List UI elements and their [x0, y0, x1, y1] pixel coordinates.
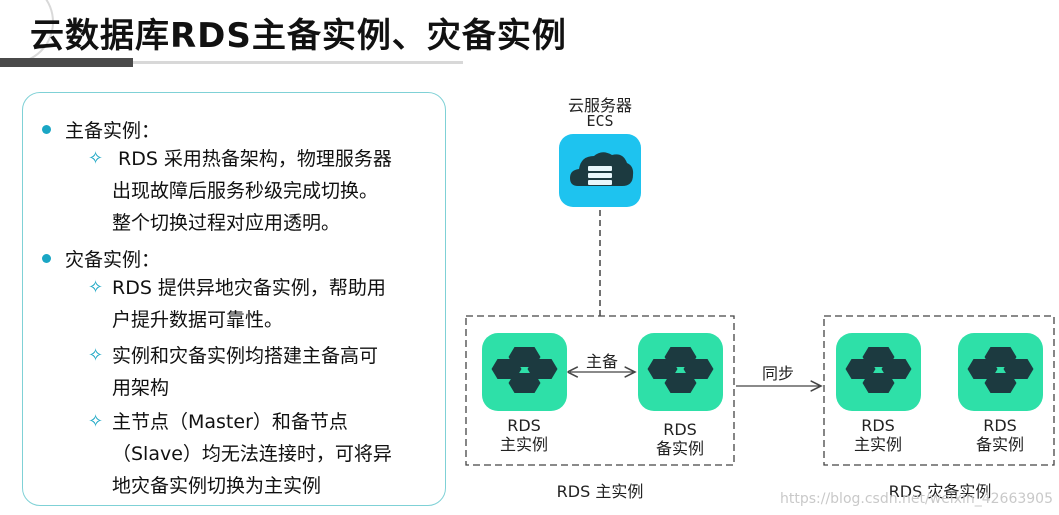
description-panel — [22, 92, 446, 506]
rds-database-icon — [482, 333, 567, 411]
sync-label: 同步 — [761, 364, 794, 383]
page-title: 云数据库RDS主备实例、灾备实例 — [30, 16, 567, 56]
item-line: 实例和灾备实例均搭建主备高可 — [112, 345, 379, 367]
diamond-bullet-icon: ✧ — [88, 345, 104, 366]
list-item: 实例和灾备实例均搭建主备高可 用架构 — [112, 340, 378, 404]
node-line: RDS — [983, 416, 1017, 435]
node-line: RDS — [663, 420, 697, 439]
diamond-bullet-icon: ✧ — [88, 277, 104, 298]
cloud-server-icon — [559, 134, 641, 207]
node-line: RDS — [507, 416, 541, 435]
node-line: RDS — [861, 416, 895, 435]
primary-standby-label: 主备 — [585, 352, 618, 371]
bullet-dot-icon — [42, 254, 51, 263]
rds-database-icon — [958, 333, 1043, 411]
item-line: 整个切换过程对应用透明。 — [112, 212, 341, 234]
dr-group-box — [823, 315, 1055, 466]
list-item: RDS 提供异地灾备实例，帮助用 户提升数据可靠性。 — [112, 272, 386, 336]
node-line: 主实例 — [499, 435, 548, 454]
bullet-dot-icon — [42, 125, 51, 134]
section-heading-text: 主备实例： — [65, 120, 161, 142]
rds-database-icon — [836, 333, 921, 411]
item-line: RDS 采用热备架构，物理服务器 — [118, 148, 392, 170]
ecs-name-label: 云服务器 — [567, 96, 632, 115]
title-underline-dark — [0, 58, 133, 67]
item-line: （Slave）均无法连接时，可将异 — [112, 443, 392, 465]
section-heading-disaster-recovery: 灾备实例： — [42, 245, 160, 272]
primary-group-box — [465, 315, 735, 466]
item-line: RDS 提供异地灾备实例，帮助用 — [112, 277, 386, 299]
diamond-bullet-icon: ✧ — [88, 148, 104, 169]
item-line: 出现故障后服务秒级完成切换。 — [112, 180, 379, 202]
diamond-bullet-icon: ✧ — [88, 411, 104, 432]
section-heading-primary-standby: 主备实例： — [42, 116, 160, 143]
node-line: 主实例 — [853, 435, 902, 454]
rds-node-label: RDS 备实例 — [960, 416, 1040, 454]
item-line: 用架构 — [112, 377, 170, 399]
rds-node-label: RDS 主实例 — [484, 416, 564, 454]
title-underline-light — [133, 61, 463, 64]
rds-node-label: RDS 备实例 — [640, 420, 720, 458]
rds-node-label: RDS 主实例 — [838, 416, 918, 454]
list-item: 主节点（Master）和备节点 （Slave）均无法连接时，可将异 地灾备实例切… — [112, 406, 392, 502]
item-line: 户提升数据可靠性。 — [112, 309, 284, 331]
item-line: 地灾备实例切换为主实例 — [112, 475, 322, 497]
section-heading-text: 灾备实例： — [65, 249, 161, 271]
node-line: 备实例 — [655, 439, 704, 458]
node-line: 备实例 — [975, 435, 1024, 454]
watermark-text: https://blog.csdn.net/weixin_42663905 — [779, 491, 1053, 507]
dr-group-label: RDS 灾备实例 — [888, 482, 992, 501]
list-item: RDS 采用热备架构，物理服务器 出现故障后服务秒级完成切换。 整个切换过程对应… — [112, 143, 392, 239]
primary-group-label: RDS 主实例 — [556, 482, 644, 501]
rds-database-icon — [638, 333, 723, 411]
item-line: 主节点（Master）和备节点 — [112, 411, 348, 433]
ecs-code-label: ECS — [586, 112, 614, 130]
